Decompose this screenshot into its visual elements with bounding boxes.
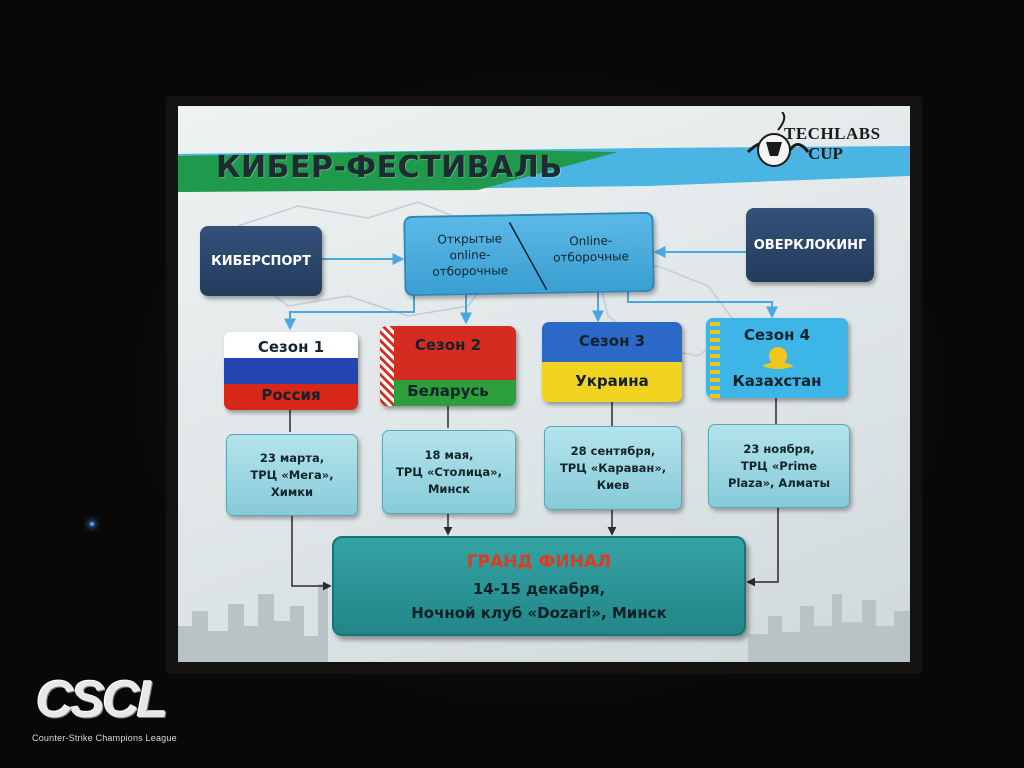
season-1-country: Россия: [261, 386, 321, 404]
season-3-details: 28 сентября, ТРЦ «Караван», Киев: [559, 443, 667, 492]
logo-text-techlabs: TECHLABS: [784, 124, 881, 143]
season-2-details: 18 мая, ТРЦ «Столица», Минск: [396, 447, 502, 496]
kazakhstan-ornament: [710, 318, 720, 398]
connector-arrows: [284, 246, 779, 591]
season-4-flag-box: Сезон 4 Казахстан: [706, 318, 848, 398]
season-3-label: Сезон 3: [578, 332, 646, 350]
season-4-label: Сезон 4: [743, 326, 811, 344]
season-1-label: Сезон 1: [257, 338, 325, 356]
season-4-details-box: 23 ноября, ТРЦ «Prime Plaza», Алматы: [708, 424, 850, 508]
cybersport-box: КИБЕРСПОРТ: [200, 226, 322, 296]
slide-title: КИБЕР-ФЕСТИВАЛЬ: [216, 150, 563, 185]
cscl-watermark-logo: CSCL: [36, 671, 169, 729]
season-3-country: Украина: [575, 372, 649, 390]
grand-final-title: ГРАНД ФИНАЛ: [466, 552, 612, 572]
qualifier-divider: [508, 221, 548, 291]
season-3-flag-box: Сезон 3 Украина: [542, 322, 682, 402]
open-online-qualifiers-label: Открытые online- отборочные: [432, 231, 509, 279]
grand-final-venue: Ночной клуб «Dozari», Минск: [411, 604, 667, 622]
title-band: [178, 146, 910, 192]
cscl-watermark-caption: Counter-Strike Champions League: [32, 733, 177, 743]
season-1-flag-box: Сезон 1 Россия: [224, 332, 358, 410]
season-2-country: Беларусь: [407, 382, 489, 400]
season-2-details-box: 18 мая, ТРЦ «Столица», Минск: [382, 430, 516, 514]
sun-eagle-icon: [762, 347, 794, 369]
qualifiers-box: Открытые online- отборочные Online- отбо…: [403, 211, 655, 297]
overclocking-box: ОВЕРКЛОКИНГ: [746, 208, 874, 282]
status-led: [90, 522, 94, 526]
season-3-details-box: 28 сентября, ТРЦ «Караван», Киев: [544, 426, 682, 510]
season-4-country: Казахстан: [732, 372, 822, 390]
season-1-details-box: 23 марта, ТРЦ «Мега», Химки: [226, 434, 358, 516]
online-qualifiers-label: Online- отборочные: [553, 233, 630, 265]
season-2-flag-box: Сезон 2 Беларусь: [380, 326, 516, 406]
grand-final-box: ГРАНД ФИНАЛ 14-15 декабря, Ночной клуб «…: [332, 536, 746, 636]
season-1-details: 23 марта, ТРЦ «Мега», Химки: [250, 450, 334, 499]
belarus-ornament: [380, 326, 394, 406]
season-4-details: 23 ноября, ТРЦ «Prime Plaza», Алматы: [728, 441, 830, 490]
season-2-label: Сезон 2: [414, 336, 482, 354]
logo-text-cup: CUP: [808, 144, 843, 163]
grand-final-dates: 14-15 декабря,: [472, 580, 606, 598]
techlabs-logo-icon: [746, 112, 810, 167]
presentation-slide: КИБЕР-ФЕСТИВАЛЬ TECHLABS CUP: [178, 106, 910, 662]
